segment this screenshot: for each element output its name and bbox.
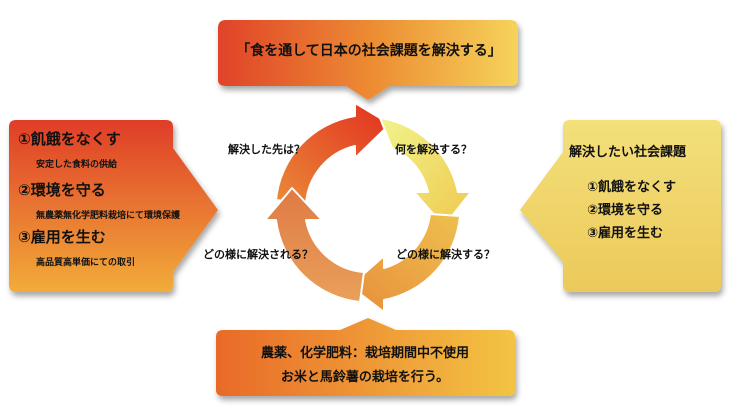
cycle-arrows	[264, 102, 472, 313]
right-box-shape	[520, 120, 721, 292]
bottom-box-line-2: お米と馬鈴薯の栽培を行う。	[280, 370, 450, 385]
right-item-2: ②環境を守る	[587, 203, 664, 218]
left-item-3-heading: ③雇用を生む	[18, 228, 106, 246]
cycle-arrow-top-left	[275, 102, 391, 205]
cycle-arrow-bottom-left	[264, 187, 365, 303]
right-item-1: ①飢餓をなくす	[587, 180, 677, 195]
cycle-label-top-right: 何を解決する？	[395, 143, 472, 156]
left-item-3-detail: 高品質高単価にての取引	[36, 258, 136, 268]
left-box-shape	[9, 120, 218, 292]
cycle-label-bottom-right: どの様に解決する？	[396, 248, 495, 261]
top-box-shape	[218, 20, 518, 100]
left-item-1-heading: ①飢餓をなくす	[18, 130, 121, 148]
cycle-arrow-bottom-right	[349, 213, 461, 313]
cycle-label-bottom-left: どの様に解決される？	[203, 248, 313, 261]
right-item-3: ③雇用を生む	[587, 226, 664, 241]
cycle-arrow-top-right	[379, 117, 472, 227]
left-item-2-heading: ②環境を守る	[18, 181, 106, 199]
top-box-title: 「食を通して日本の社会課題を解決する」	[236, 43, 502, 59]
bottom-box-line-1: 農薬、化学肥料：栽培期間中不使用	[260, 346, 469, 361]
left-item-1-detail: 安定した食料の供給	[36, 160, 118, 170]
left-item-2-detail: 無農薬無化学肥料栽培にて環境保護	[36, 211, 181, 221]
right-box-title: 解決したい社会課題	[568, 145, 686, 160]
bottom-box-shape	[216, 318, 515, 396]
cycle-label-top-left: 解決した先は？	[228, 143, 305, 156]
